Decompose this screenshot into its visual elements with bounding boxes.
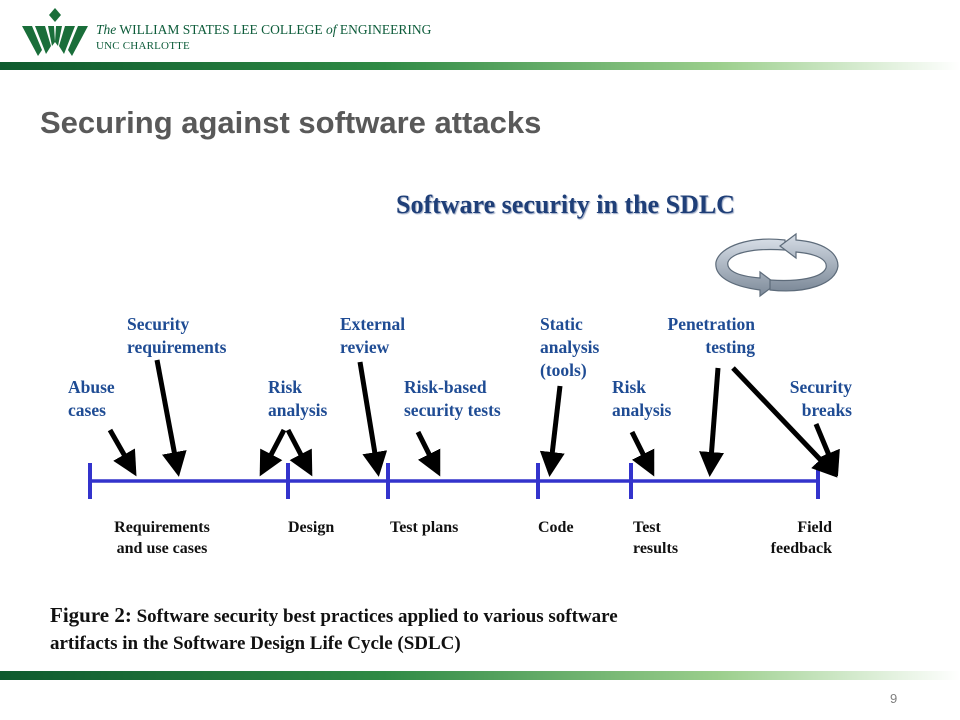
figure-caption: Figure 2: Software security best practic…: [50, 602, 618, 657]
stage-label: Test plans: [390, 519, 459, 536]
college-name: The WILLIAM STATES LEE COLLEGE of ENGINE…: [96, 22, 431, 38]
practice-label: Risk-based security tests: [404, 377, 501, 420]
college-of: of: [326, 22, 337, 37]
practice-label: Security requirements: [127, 314, 227, 357]
practice-label: Abuse cases: [68, 377, 115, 420]
arrow: [813, 423, 840, 477]
footer-band: [0, 671, 960, 680]
arrow: [539, 385, 565, 477]
stage-label: Design: [288, 519, 335, 536]
practice-label: Security breaks: [789, 377, 852, 420]
arrow: [629, 430, 655, 477]
stage-label: Field feedback: [770, 519, 832, 557]
stage-label: Requirements and use cases: [114, 519, 210, 557]
practice-label: Risk analysis: [612, 377, 672, 420]
cycle-arrows-icon: [715, 232, 839, 298]
arrow: [415, 430, 441, 477]
arrow: [285, 428, 313, 477]
university-name: UNC CHARLOTTE: [96, 40, 190, 52]
caption-line-2: artifacts in the Software Design Life Cy…: [50, 633, 461, 654]
practice-label: Penetration testing: [667, 314, 755, 357]
caption-lead: Figure 2:: [50, 603, 132, 627]
diagram-title: Software security in the SDLC: [396, 190, 735, 219]
practice-label: Risk analysis: [268, 377, 328, 420]
arrow: [107, 428, 137, 477]
college-logo-icon: [22, 8, 88, 56]
arrow: [259, 428, 287, 477]
college-prefix: The: [96, 22, 117, 37]
arrow: [154, 359, 187, 477]
arrow: [357, 361, 388, 477]
college-suffix: ENGINEERING: [339, 22, 432, 37]
college-name-main: WILLIAM STATES LEE COLLEGE: [119, 22, 323, 37]
stage-label: Code: [538, 519, 574, 536]
caption-line-1: Software security best practices applied…: [136, 606, 618, 627]
stage-label: Test results: [633, 519, 679, 557]
arrow: [699, 367, 724, 477]
slide-title: Securing against software attacks: [40, 105, 542, 140]
practice-label: Static analysis (tools): [540, 314, 600, 380]
page-number: 9: [890, 691, 898, 706]
header-band: [0, 62, 960, 70]
practice-label: External review: [340, 314, 406, 357]
